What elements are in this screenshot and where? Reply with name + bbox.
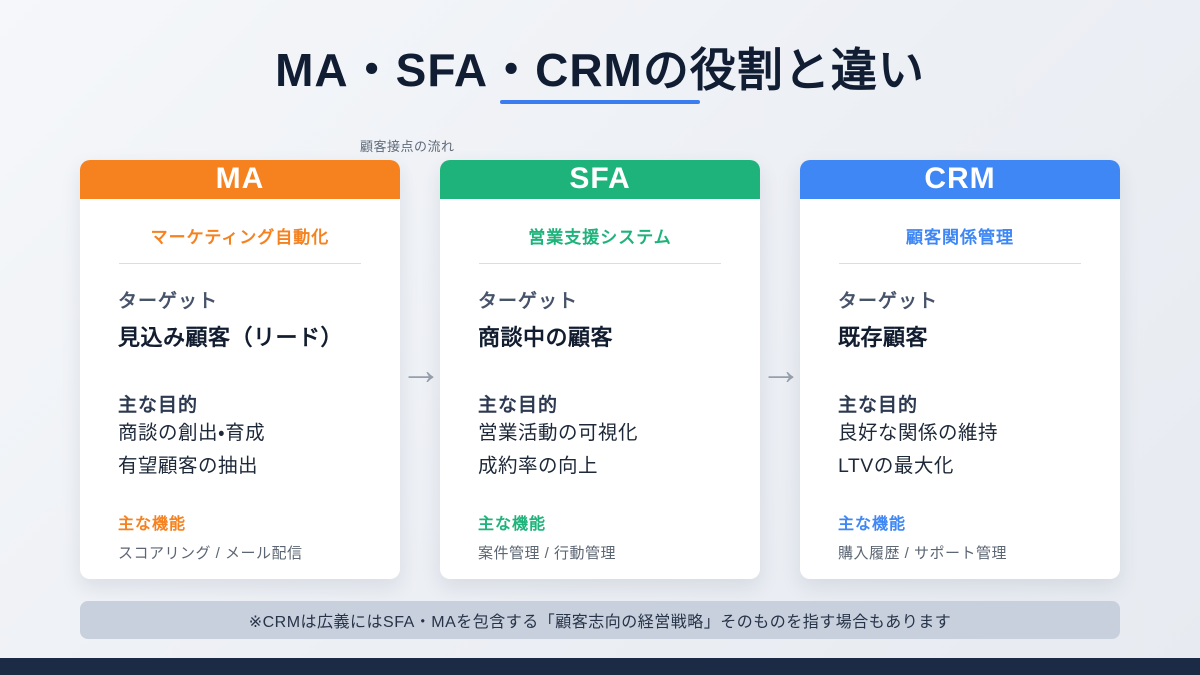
purpose-line: 良好な関係の維持: [838, 421, 999, 444]
page-title: MA・SFA・CRMの役割と違い: [275, 44, 925, 96]
card-ma-subtitle: マーケティング自動化: [150, 227, 330, 247]
function-label: 主な機能: [118, 516, 187, 533]
bottom-bar: [0, 658, 1200, 675]
function-text: 案件管理 / 行動管理: [478, 545, 617, 562]
function-label: 主な機能: [478, 516, 547, 533]
card-sfa-header: SFA: [440, 160, 760, 199]
function-text: 購入履歴 / サポート管理: [838, 545, 1008, 562]
card-sfa: SFA 営業支援システム ターゲット 商談中の顧客 主な目的 営業活動の可視化 …: [440, 160, 760, 579]
target-value: 既存顧客: [838, 324, 929, 350]
card-sfa-title: SFA: [569, 162, 631, 196]
target-label: ターゲット: [838, 290, 939, 312]
purpose-line: LTVの最大化: [838, 455, 954, 478]
purpose-line: 成約率の向上: [478, 455, 599, 478]
note-bar: ※CRMは広義にはSFA・MAを包含する「顧客志向の経営戦略」そのものを指す場合…: [80, 601, 1120, 639]
divider: [119, 262, 361, 264]
card-ma-body: マーケティング自動化 ターゲット 見込み顧客（リード） 主な目的 商談の創出・育…: [80, 199, 400, 579]
divider: [479, 262, 721, 264]
target-label: ターゲット: [118, 290, 219, 312]
arrow-right-icon: →: [400, 345, 442, 393]
card-crm-header: CRM: [800, 160, 1120, 199]
purpose-label: 主な目的: [118, 394, 199, 416]
card-sfa-subtitle: 営業支援システム: [528, 227, 672, 247]
target-value: 見込み顧客（リード）: [118, 324, 344, 350]
target-label: ターゲット: [478, 290, 579, 312]
purpose-line: 有望顧客の抽出: [118, 455, 259, 478]
title-underline: [500, 100, 700, 104]
function-text: スコアリング / メール配信: [118, 545, 303, 562]
function-label: 主な機能: [838, 516, 907, 533]
card-ma: MA マーケティング自動化 ターゲット 見込み顧客（リード） 主な目的 商談の創…: [80, 160, 400, 579]
card-sfa-body: 営業支援システム ターゲット 商談中の顧客 主な目的 営業活動の可視化 成約率の…: [440, 199, 760, 579]
card-crm-subtitle: 顧客関係管理: [906, 227, 1014, 247]
divider: [839, 262, 1081, 264]
purpose-line: 営業活動の可視化: [478, 421, 639, 444]
note-text: ※CRMは広義にはSFA・MAを包含する「顧客志向の経営戦略」そのものを指す場合…: [248, 614, 952, 631]
card-crm-body: 顧客関係管理 ターゲット 既存顧客 主な目的 良好な関係の維持 LTVの最大化 …: [800, 199, 1120, 579]
card-crm: CRM 顧客関係管理 ターゲット 既存顧客 主な目的 良好な関係の維持 LTVの…: [800, 160, 1120, 579]
purpose-label: 主な目的: [478, 394, 559, 416]
card-crm-title: CRM: [924, 162, 996, 196]
cards-row: MA マーケティング自動化 ターゲット 見込み顧客（リード） 主な目的 商談の創…: [80, 160, 1120, 579]
purpose-label: 主な目的: [838, 394, 919, 416]
card-ma-title: MA: [215, 162, 265, 196]
target-value: 商談中の顧客: [478, 324, 614, 350]
card-ma-header: MA: [80, 160, 400, 199]
purpose-line: 商談の創出・育成: [118, 421, 266, 444]
arrow-right-icon: →: [760, 345, 802, 393]
flow-label: 顧客接点の流れ: [360, 139, 455, 154]
